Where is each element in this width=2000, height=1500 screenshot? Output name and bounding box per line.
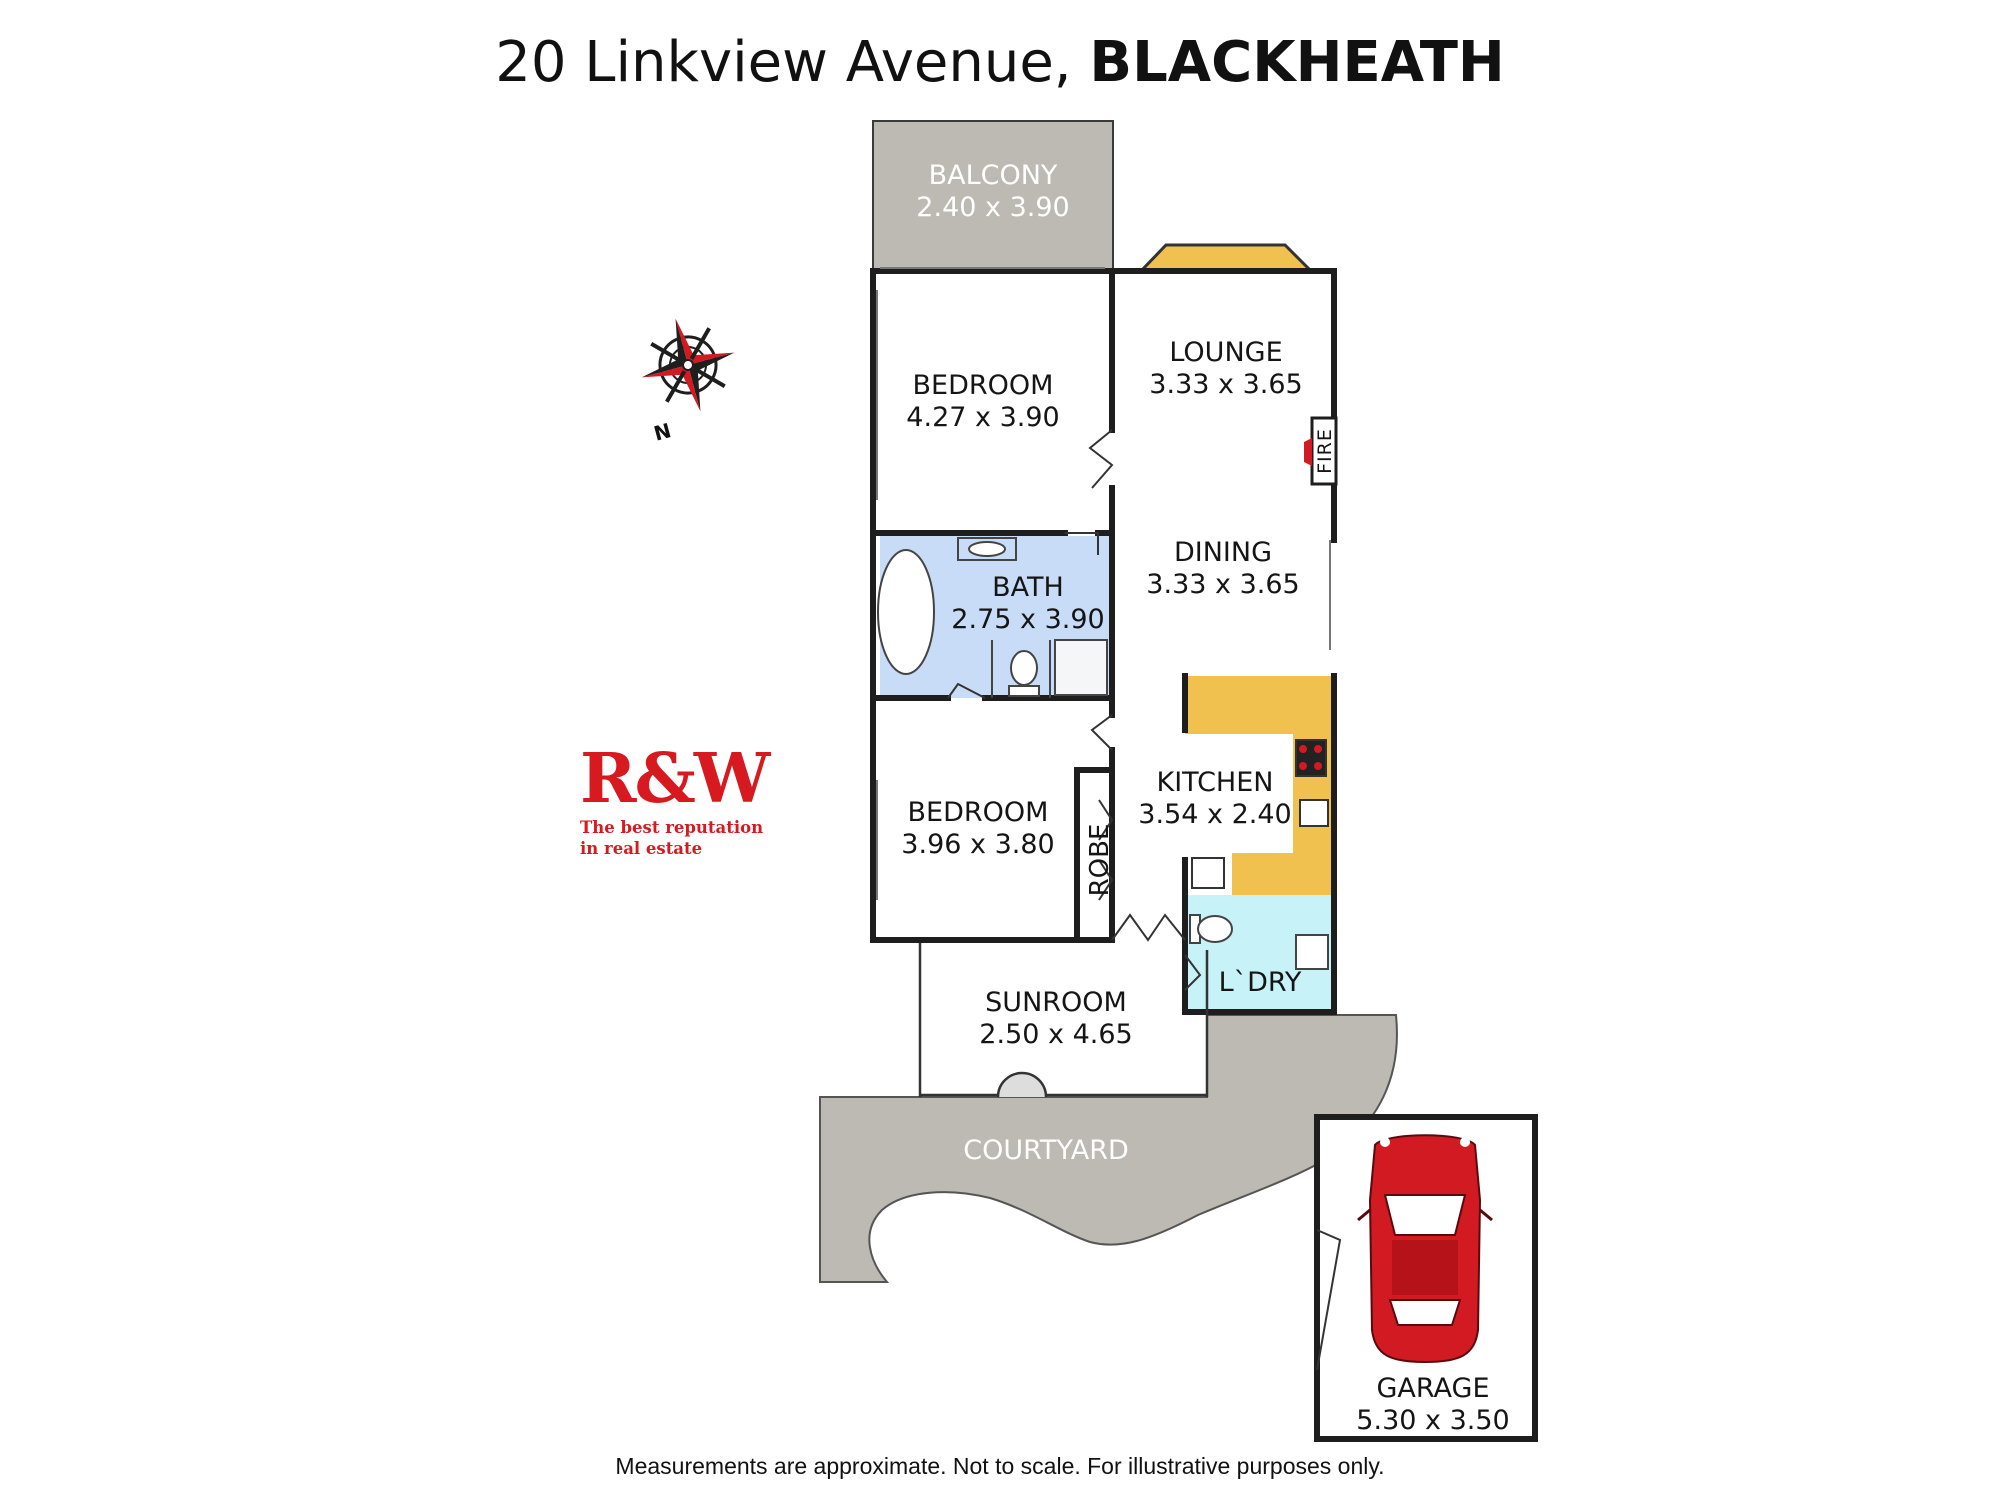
laundry-toilet-bowl: [1197, 915, 1233, 943]
bath-partition: [991, 640, 1051, 698]
burner: [1314, 762, 1322, 770]
suburb-text: BLACKHEATH: [1089, 30, 1505, 95]
door-laundry: [1184, 954, 1202, 991]
door-bed1: [1088, 429, 1114, 489]
burner: [1299, 762, 1307, 770]
basin: [968, 541, 1006, 557]
door-bath-vanity: [1065, 532, 1099, 555]
compass-rose-icon: [641, 318, 735, 412]
logo-tagline-2: in real estate: [580, 839, 703, 858]
kitchen-sink: [1299, 799, 1329, 827]
room-label-laundry: L`DRY: [1218, 967, 1302, 998]
disclaimer: Measurements are approximate. Not to sca…: [615, 1453, 1385, 1479]
toilet-bowl: [1010, 650, 1038, 686]
burner: [1299, 745, 1307, 753]
sunroom-walls: [918, 943, 1209, 1097]
burner: [1314, 745, 1322, 753]
garage-door: [1316, 1229, 1342, 1371]
balcony-area: [872, 120, 1114, 272]
shower: [1054, 639, 1108, 696]
kitchen-bench: [1185, 676, 1334, 895]
cooktop: [1295, 739, 1327, 777]
bay-window: [1138, 243, 1314, 272]
bath-floor: [880, 536, 1110, 698]
fireplace-label: FIRE: [1314, 428, 1336, 474]
sunroom-door: [996, 1071, 1048, 1098]
room-label-courtyard: COURTYARD: [963, 1135, 1129, 1166]
logo-tagline-1: The best reputation: [580, 818, 764, 837]
bathtub: [877, 549, 935, 675]
room-label-robe: ROBE: [1085, 823, 1115, 897]
logo-mark: R&W: [580, 739, 770, 819]
vanity: [957, 537, 1017, 561]
door-sunroom: [1111, 913, 1186, 942]
pantry: [1191, 857, 1225, 889]
wall-laundry: [1182, 892, 1337, 1015]
car-icon: [1357, 1134, 1493, 1364]
door-robe: [1098, 799, 1114, 901]
door-bed2: [1090, 714, 1113, 751]
agency-logo: R&W The best reputation in real estate: [580, 742, 792, 862]
fireplace-flame: [1304, 438, 1312, 466]
laundry-tub: [1295, 934, 1329, 970]
page-title: 20 Linkview Avenue, BLACKHEATH: [0, 30, 2000, 95]
toilet-cistern: [1008, 685, 1040, 697]
fireplace: [1310, 416, 1338, 486]
door-bath: [947, 682, 986, 699]
address-text: 20 Linkview Avenue,: [495, 30, 1072, 95]
